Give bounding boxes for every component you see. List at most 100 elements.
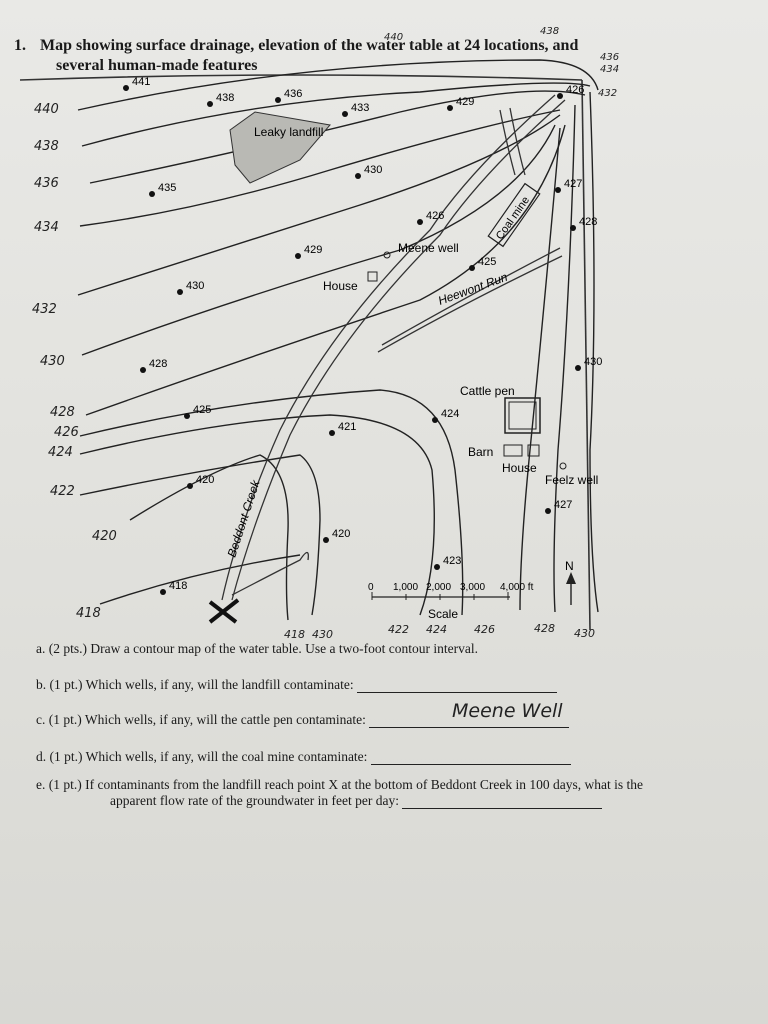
well-elevation-label: 430	[186, 280, 204, 292]
well-elevation-label: 420	[196, 474, 214, 486]
well-point	[575, 365, 581, 371]
question-d: d. (1 pt.) Which wells, if any, will the…	[36, 749, 571, 765]
cattle-pen-symbol	[504, 397, 541, 434]
well-point	[140, 367, 146, 373]
landfill-label: Leaky landfill	[254, 125, 323, 139]
question-title: 1. Map showing surface drainage, elevati…	[14, 36, 714, 76]
meene-well-symbol	[383, 251, 391, 259]
barn-symbol	[503, 444, 523, 457]
question-b-text: Which wells, if any, will the landfill c…	[85, 677, 354, 692]
handwritten-contour-label: 426	[474, 623, 495, 636]
feelz-well-label: Feelz well	[545, 473, 598, 487]
handwritten-contour-label: 438	[540, 26, 559, 37]
well-point	[342, 111, 348, 117]
question-number: 1.	[14, 37, 26, 54]
feelz-well-symbol	[559, 462, 567, 470]
svg-text:2,000: 2,000	[426, 582, 451, 593]
handwritten-contour-label: 432	[598, 88, 617, 99]
well-point	[187, 483, 193, 489]
well-elevation-label: 425	[193, 404, 211, 416]
handwritten-contour-label: 422	[50, 484, 75, 499]
well-point	[160, 589, 166, 595]
well-elevation-label: 426	[426, 210, 444, 222]
well-point	[447, 105, 453, 111]
well-elevation-label: 427	[554, 499, 572, 511]
streams	[221, 94, 566, 601]
question-c: c. (1 pt.) Which wells, if any, will the…	[36, 712, 570, 728]
north-arrow: N	[565, 559, 576, 605]
cattle-pen-label: Cattle pen	[460, 384, 515, 398]
title-line-1: Map showing surface drainage, elevation …	[40, 37, 579, 54]
well-point	[123, 85, 129, 91]
meene-well-label: Meene well	[398, 241, 459, 255]
handwritten-contour-label: 430	[574, 627, 595, 640]
well-point	[545, 508, 551, 514]
question-c-text: Which wells, if any, will the cattle pen…	[84, 712, 366, 727]
question-e: e. (1 pt.) If contaminants from the land…	[36, 777, 761, 809]
well-elevation-label: 425	[478, 256, 496, 268]
title-line-2: several human-made features	[56, 57, 258, 74]
question-b: b. (1 pt.) Which wells, if any, will the…	[36, 677, 557, 693]
question-d-label: d. (1 pt.)	[36, 749, 83, 764]
well-point	[355, 173, 361, 179]
coal-mine: Coal mine	[487, 182, 541, 248]
well-point	[207, 101, 213, 107]
handwritten-contour-label: 436	[34, 176, 59, 191]
well-point	[432, 417, 438, 423]
well-point	[469, 265, 475, 271]
barn-label: Barn	[468, 445, 493, 459]
handwritten-contour-label: 430	[312, 628, 333, 640]
well-elevation-label: 418	[169, 580, 187, 592]
well-elevation-label: 427	[564, 178, 582, 190]
well-point	[570, 225, 576, 231]
handwritten-contour-label: 426	[54, 425, 79, 440]
well-point	[184, 413, 190, 419]
well-elevation-label: 423	[443, 555, 461, 567]
question-b-label: b. (1 pt.)	[36, 677, 83, 692]
well-point	[275, 97, 281, 103]
svg-text:0: 0	[368, 582, 374, 593]
house1-label: House	[323, 279, 358, 293]
handwritten-contour-label: 438	[34, 139, 59, 154]
map-border	[19, 74, 591, 631]
well-elevation-label: 430	[584, 356, 602, 368]
answer-c-blank[interactable]	[369, 727, 570, 728]
house1-symbol	[367, 271, 378, 282]
well-point	[555, 187, 561, 193]
well-elevation-label: 428	[579, 216, 597, 228]
svg-text:N: N	[565, 559, 574, 573]
handwritten-contour-label: 436	[600, 52, 619, 63]
well-point	[417, 219, 423, 225]
handwritten-contour-label: 434	[600, 64, 619, 75]
well-elevation-label: 420	[332, 528, 350, 540]
well-elevation-label: 428	[149, 358, 167, 370]
handwritten-contour-label: 432	[32, 302, 57, 317]
well-elevation-label: 424	[441, 408, 459, 420]
point-x	[208, 598, 240, 624]
handwritten-contour-label: 420	[92, 529, 117, 544]
handwritten-contour-label: 440	[384, 32, 403, 43]
well-elevation-label: 430	[364, 164, 382, 176]
handwritten-contour-label: 434	[34, 220, 59, 235]
drainage-map: Leaky landfill Coal mine Heewont Run Bed…	[19, 26, 619, 640]
handwritten-contour-label: 428	[50, 405, 75, 420]
question-e-text-2: apparent flow rate of the groundwater in…	[110, 793, 399, 808]
well-elevation-label: 433	[351, 102, 369, 114]
well-point	[177, 289, 183, 295]
handwritten-contour-label: 430	[40, 354, 65, 369]
handwritten-contour-label: 422	[388, 623, 409, 636]
svg-text:1,000: 1,000	[393, 582, 418, 593]
answer-e-blank[interactable]	[402, 808, 603, 809]
well-elevation-label: 421	[338, 421, 356, 433]
well-elevation-label: 426	[566, 84, 584, 96]
handwritten-contour-label: 418	[76, 606, 101, 621]
well-elevation-label: 429	[304, 244, 322, 256]
handwritten-contour-label: 418	[284, 628, 305, 640]
answer-d-blank[interactable]	[370, 764, 571, 765]
answer-b-blank[interactable]	[356, 692, 557, 693]
house2-label: House	[502, 461, 537, 475]
question-c-label: c. (1 pt.)	[36, 712, 82, 727]
